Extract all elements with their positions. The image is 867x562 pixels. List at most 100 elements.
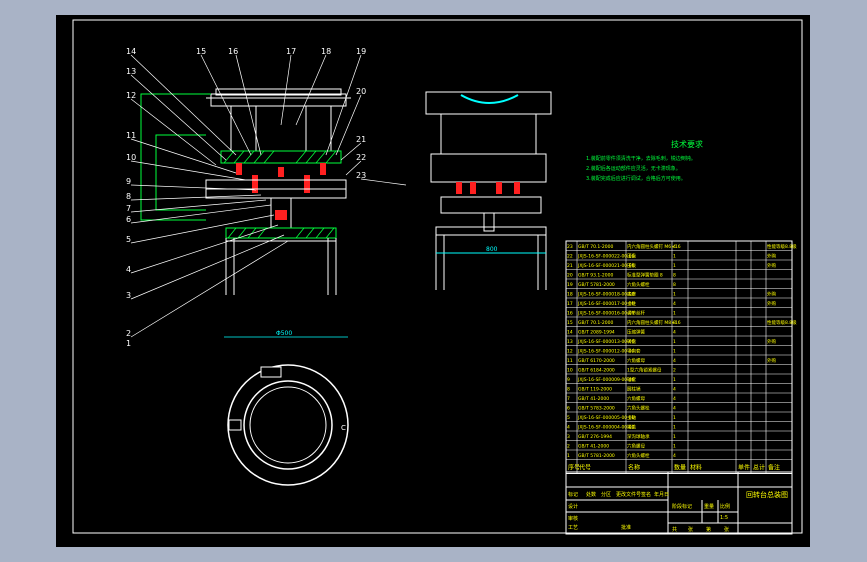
- bom-cell: 17: [567, 301, 573, 307]
- bom-header-cell: 总计: [753, 464, 765, 472]
- bom-cell: 六角头螺栓: [627, 281, 650, 288]
- bom-cell: 14: [567, 330, 573, 336]
- tb-sheet-unit-1: 张: [688, 526, 693, 533]
- svg-text:C: C: [341, 424, 346, 432]
- balloon-23: 23: [356, 171, 366, 180]
- front-section-view: [140, 88, 351, 295]
- tb-count: 处数: [586, 491, 596, 498]
- bom-cell: 1型六角锁紧螺母: [627, 367, 662, 374]
- bom-cell: 15: [567, 320, 573, 326]
- bom-cell: 5: [567, 415, 570, 421]
- tb-zone: 分区: [601, 491, 611, 498]
- bom-cell: 六角螺母: [627, 443, 645, 450]
- bom-cell: 8: [673, 273, 676, 279]
- balloon-18: 18: [321, 47, 331, 56]
- bom-cell: GB/T 5781-2000: [578, 282, 615, 288]
- bom-cell: 端盖: [627, 424, 636, 431]
- bom-cell: 压板: [627, 262, 636, 269]
- bom-cell: 标准型弹簧垫圈 8: [627, 272, 663, 279]
- bom-cell: 性能等级8.8级: [767, 243, 797, 250]
- bom-cell: 六角头螺栓: [627, 405, 650, 412]
- bom-cell: 16: [567, 311, 573, 317]
- bom-cell: 外购: [767, 262, 776, 269]
- bom-cell: 2: [567, 444, 570, 450]
- balloon-13: 13: [126, 67, 136, 76]
- bom-cell: 底座: [627, 291, 636, 298]
- balloon-14: 14: [126, 47, 136, 56]
- bom-cell: 22: [567, 254, 573, 260]
- tb-weight: 重量: [704, 503, 714, 510]
- bom-cell: JXJS-16-SF-000012-00-00: [577, 349, 635, 355]
- tb-role-approve: 批准: [621, 524, 631, 531]
- bom-cell: 外购: [767, 357, 776, 364]
- bom-cell: GB/T 276-1994: [578, 434, 612, 440]
- bom-cell: 4: [673, 301, 676, 307]
- bom-cell: GB/T 2089-1994: [578, 330, 615, 336]
- bom-cell: 4: [673, 330, 676, 336]
- bom-cell: JXJS-16-SF-000021-00-00: [577, 263, 635, 269]
- hatched-base: [225, 227, 337, 239]
- tb-role-review: 审核: [568, 515, 578, 522]
- balloon-10: 10: [126, 153, 136, 162]
- bom-cell: 1: [673, 425, 676, 431]
- bom-cell: 立柱: [627, 300, 636, 307]
- tb-date: 年月日: [654, 491, 669, 498]
- bom-header-cell: 代号: [579, 464, 591, 472]
- bom-header-cell: 备注: [768, 464, 780, 472]
- bom-cell: JXJS-16-SF-000016-00-00: [577, 311, 635, 317]
- bom-cell: 20: [567, 273, 573, 279]
- drawing-frame: [72, 19, 803, 534]
- bom-cell: 1: [673, 349, 676, 355]
- side-dimension: 800: [486, 246, 498, 253]
- balloon-2: 2: [126, 329, 131, 338]
- bom-cell: 圆柱销: [627, 386, 641, 393]
- hatched-plate: [220, 150, 342, 164]
- bom-cell: 六角螺母: [627, 357, 645, 364]
- bom-cell: GB/T 6170-2000: [578, 358, 615, 364]
- balloon-11: 11: [126, 131, 136, 140]
- bom-cell: GB/T 6184-2000: [578, 368, 615, 374]
- balloon-6: 6: [126, 215, 131, 224]
- tb-role-design: 设计: [568, 503, 578, 510]
- bom-cell: 压盘: [627, 253, 636, 260]
- tech-req-item-3: 3.装配完成后应进行调试，合格后方可使用。: [586, 175, 686, 182]
- bom-cell: 12: [567, 349, 573, 355]
- bom-cell: 六角头螺栓: [627, 452, 650, 459]
- bom-cell: 主轴: [627, 414, 636, 421]
- bom-header-cell: 材料: [690, 464, 702, 472]
- balloon-17: 17: [286, 47, 296, 56]
- bom-cell: 10: [567, 368, 573, 374]
- bom-cell: 外购: [767, 338, 776, 345]
- bom-cell: 4: [673, 358, 676, 364]
- bom-cell: 导向套: [627, 348, 641, 355]
- balloon-21: 21: [356, 135, 366, 144]
- balloon-12: 12: [126, 91, 136, 100]
- bom-cell: 内六角圆柱头螺钉 M8×16: [627, 319, 681, 326]
- bom-cell: JXJS-16-SF-000017-00-00: [577, 301, 635, 307]
- bom-cell: JXJS-16-SF-000018-00-00: [577, 292, 635, 298]
- bom-cell: JXJS-16-SF-000022-00-00: [577, 254, 635, 260]
- bom-cell: 外购: [767, 253, 776, 260]
- bom-cell: 调节丝杆: [627, 310, 645, 317]
- plan-view: Φ500 C: [224, 330, 349, 486]
- side-view: 800: [425, 91, 552, 290]
- bom-header-cell: 序号: [568, 464, 580, 472]
- bom-cell: 轴套: [627, 376, 636, 383]
- balloon-15: 15: [196, 47, 206, 56]
- balloon-22: 22: [356, 153, 366, 162]
- bom-cell: 23: [567, 244, 573, 250]
- balloon-3: 3: [126, 291, 131, 300]
- bom-cell: 2: [673, 368, 676, 374]
- bom-cell: 深沟球轴承: [627, 433, 650, 440]
- bom-cell: 4: [673, 406, 676, 412]
- tb-scale: 比例: [720, 503, 730, 510]
- bom-cell: 13: [567, 339, 573, 345]
- bom-cell: 1: [673, 377, 676, 383]
- bom-cell: 4: [673, 396, 676, 402]
- bom-cell: GB/T 93.1-2000: [578, 273, 614, 279]
- bom-cell: 4: [673, 244, 676, 250]
- balloon-4: 4: [126, 265, 131, 274]
- technical-requirements: 技术要求 1.装配前零件须清洗干净，去除毛刺，锐边倒钝。 2.装配后各运动部件应…: [586, 139, 703, 182]
- bom-cell: 1: [673, 434, 676, 440]
